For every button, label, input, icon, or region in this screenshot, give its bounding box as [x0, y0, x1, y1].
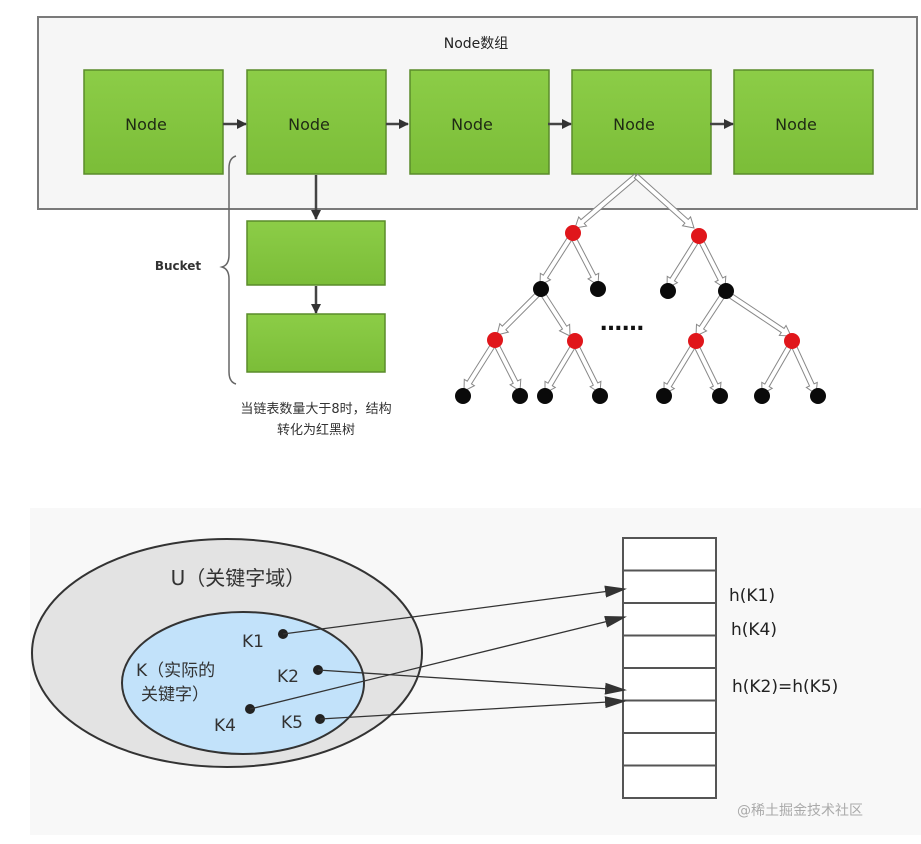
- red-tree-node: [487, 332, 503, 348]
- red-tree-node: [565, 225, 581, 241]
- hash-label-k4: h(K4): [731, 620, 777, 640]
- hash-slot: [622, 569, 717, 604]
- treeify-note-line2: 转化为红黑树: [277, 422, 355, 438]
- tree-edge-arrow: [463, 339, 498, 392]
- array-node: Node: [83, 69, 224, 175]
- black-tree-node: [656, 388, 672, 404]
- tree-edge-arrow: [663, 341, 698, 395]
- hash-slot: [622, 602, 717, 637]
- hash-slot: [622, 667, 717, 702]
- hash-table: [622, 537, 717, 799]
- hash-slot: [622, 699, 717, 734]
- hash-slot: [622, 634, 717, 669]
- key-k5-label: K5: [281, 713, 303, 733]
- hash-mapping-diagram: U（关键字域） K（实际的 关键字） K1 K2 K4 K5 h(K1) h(K…: [30, 508, 921, 835]
- hash-arrow-k4: [249, 615, 627, 710]
- black-tree-node: [533, 281, 549, 297]
- tree-ellipsis: ……: [600, 311, 644, 336]
- tree-edge-arrow: [572, 341, 602, 394]
- black-tree-node: [512, 388, 528, 404]
- universe-label: U（关键字域）: [171, 566, 306, 590]
- red-tree-node: [691, 228, 707, 244]
- black-tree-node: [455, 388, 471, 404]
- tree-edge-arrow: [722, 289, 792, 337]
- treeify-note-line1: 当链表数量大于8时，结构: [240, 402, 391, 417]
- array-node-label: Node: [451, 115, 493, 134]
- red-tree-node: [567, 333, 583, 349]
- hash-slot: [622, 732, 717, 767]
- hash-label-k1: h(K1): [729, 586, 775, 606]
- array-node: Node: [571, 69, 712, 175]
- bucket-node: [246, 313, 386, 373]
- bucket-label: Bucket: [155, 259, 202, 273]
- tree-edge-arrow: [789, 340, 818, 395]
- red-tree-node: [688, 333, 704, 349]
- tree-edge-arrow: [544, 341, 578, 394]
- hash-arrow-k2: [317, 669, 627, 695]
- key-k4-label: K4: [214, 716, 236, 736]
- array-node-label: Node: [288, 115, 330, 134]
- hash-arrow-k5: [319, 696, 627, 720]
- tree-edge-arrow: [695, 289, 728, 337]
- black-tree-node: [712, 388, 728, 404]
- tree-edge-arrow: [692, 341, 722, 395]
- actual-keys-label-line1: K（实际的: [136, 661, 215, 681]
- red-black-tree: [455, 173, 826, 404]
- black-tree-node: [810, 388, 826, 404]
- actual-keys-label-line2: 关键字）: [141, 685, 209, 705]
- array-node: Node: [733, 69, 874, 175]
- actual-keys-ellipse: [121, 611, 365, 755]
- tree-edge-arrow: [761, 340, 795, 395]
- tree-edge-arrow: [492, 340, 522, 392]
- key-k1-label: K1: [242, 632, 264, 652]
- tree-edge-arrow: [633, 173, 695, 229]
- hash-arrow-k1: [282, 585, 627, 635]
- node-array-title: Node数组: [444, 36, 509, 52]
- bucket-brace: [219, 155, 237, 385]
- black-tree-node: [590, 281, 606, 297]
- array-node-label: Node: [125, 115, 167, 134]
- hash-slot: [622, 764, 717, 799]
- tree-edge-arrow: [666, 234, 702, 289]
- node-array-diagram: Node数组 Node Node Node Node Node Bucket 当链表数量…: [37, 16, 918, 438]
- array-node-label: Node: [775, 115, 817, 134]
- black-tree-node: [660, 283, 676, 299]
- key-k2-label: K2: [277, 667, 299, 687]
- array-node-label: Node: [613, 115, 655, 134]
- tree-edge-arrow: [538, 288, 571, 337]
- array-node: Node: [409, 69, 550, 175]
- tree-edge-arrow: [574, 173, 639, 229]
- hash-slot: [622, 537, 717, 572]
- black-tree-node: [718, 283, 734, 299]
- watermark: @稀土掘金技术社区: [737, 803, 863, 819]
- array-node: Node: [246, 69, 387, 175]
- tree-edge-arrow: [696, 235, 727, 289]
- bucket-node: [246, 220, 386, 286]
- tree-edge-arrow: [539, 232, 575, 286]
- tree-edge-arrow: [569, 233, 600, 286]
- black-tree-node: [754, 388, 770, 404]
- black-tree-node: [592, 388, 608, 404]
- red-tree-node: [784, 333, 800, 349]
- black-tree-node: [537, 388, 553, 404]
- tree-edge-arrow: [496, 288, 544, 336]
- hash-label-k2-k5: h(K2)=h(K5): [732, 677, 838, 697]
